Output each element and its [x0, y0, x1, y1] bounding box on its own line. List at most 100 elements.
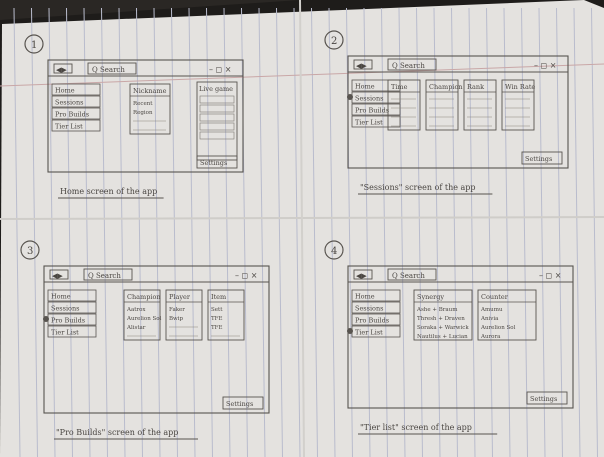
search-label: Q Search	[92, 66, 125, 74]
settings-box	[196, 155, 238, 169]
nav-item	[51, 83, 101, 96]
content-column	[501, 79, 535, 131]
settings-label: Settings	[200, 159, 227, 167]
nav-item	[351, 313, 401, 326]
paper-fold-vertical	[299, 0, 305, 457]
search-box	[387, 268, 437, 281]
settings-box	[222, 396, 264, 410]
search-label: Q Search	[88, 272, 121, 280]
nav-item-label: Home	[355, 293, 375, 301]
column-title: Time	[391, 83, 408, 91]
column-title: Win Rate	[505, 83, 535, 91]
column-row: Aurelion Sol	[126, 316, 162, 322]
nav-item	[351, 289, 401, 302]
column-title: Rank	[467, 83, 484, 91]
nav-item-label: Home	[55, 87, 75, 95]
nav-item-label: Pro Builds	[355, 317, 389, 325]
column-title: Champion	[429, 83, 463, 91]
window-frame	[47, 59, 244, 173]
column-row: Region	[133, 110, 153, 116]
back-forward-icon: ◀▶	[356, 272, 367, 280]
nav-item	[351, 115, 401, 128]
nav-item	[351, 103, 401, 116]
nav-item	[47, 325, 97, 338]
settings-label: Settings	[226, 400, 253, 408]
nav-item-label: Tier List	[355, 119, 383, 127]
nav-item-label: Tier List	[355, 329, 383, 337]
content-column	[463, 79, 497, 131]
panel-number: 1	[31, 40, 37, 51]
nav-item-label: Sessions	[355, 95, 384, 103]
column-row: Faker	[169, 307, 185, 313]
column-row: Aurora	[480, 334, 501, 340]
panel-number: 2	[331, 36, 337, 47]
column-row: Sett	[211, 307, 223, 313]
column-row: Alistar	[126, 325, 146, 331]
column-row: TFE	[211, 316, 223, 322]
content-column	[123, 289, 161, 341]
nav-item	[51, 95, 101, 108]
nav-item-label: Pro Builds	[51, 317, 85, 325]
settings-label: Settings	[525, 155, 552, 163]
column-title: Item	[211, 293, 226, 301]
nav-item	[351, 301, 401, 314]
nav-item	[51, 107, 101, 120]
nav-item-label: Home	[51, 293, 71, 301]
panel-caption: "Sessions" screen of the app	[360, 183, 476, 192]
column-row: TFE	[211, 325, 223, 331]
nav-item-label: Tier List	[55, 123, 83, 131]
column-title: Champion	[127, 293, 161, 301]
nav-item	[51, 119, 101, 132]
search-box	[87, 62, 137, 75]
search-label: Q Search	[392, 62, 425, 70]
window-controls-icon: – ◻ ×	[209, 65, 231, 74]
content-column	[425, 79, 459, 131]
window-controls-icon: – ◻ ×	[534, 61, 556, 70]
column-title: Synergy	[417, 293, 444, 301]
column-row: Anivia	[480, 316, 499, 322]
selected-indicator	[347, 328, 353, 334]
nav-item-label: Sessions	[51, 305, 80, 313]
column-title: Player	[169, 293, 191, 301]
nav-arrows	[53, 63, 73, 74]
nav-arrows	[353, 269, 373, 280]
window-controls-icon: – ◻ ×	[539, 271, 561, 280]
column-title: Counter	[481, 293, 509, 301]
search-label: Q Search	[392, 272, 425, 280]
content-column	[165, 289, 203, 341]
window-frame	[347, 265, 574, 409]
nav-item-label: Tier List	[51, 329, 79, 337]
nav-item-label: Home	[355, 83, 375, 91]
column-row: Bwip	[169, 316, 184, 322]
nav-item	[47, 301, 97, 314]
nav-arrows	[353, 59, 373, 70]
column-row: Recent	[133, 101, 153, 107]
back-forward-icon: ◀▶	[56, 66, 67, 74]
content-column	[413, 289, 473, 341]
column-row: Ashe + Braum	[416, 307, 458, 313]
panel-caption: "Tier list" screen of the app	[360, 423, 472, 432]
panel-number: 3	[27, 246, 33, 257]
search-box	[83, 268, 133, 281]
nav-arrows	[49, 269, 69, 280]
content-column	[387, 79, 421, 131]
panel-number: 4	[331, 246, 337, 257]
column-row: Amumu	[480, 307, 503, 313]
settings-label: Settings	[530, 395, 557, 403]
panel-number-circle	[324, 240, 344, 260]
window-controls-icon: – ◻ ×	[235, 271, 257, 280]
nav-item	[47, 289, 97, 302]
panel-number-circle	[324, 30, 344, 50]
content-column	[129, 83, 171, 135]
nav-item-label: Sessions	[355, 305, 384, 313]
panel-caption: Home screen of the app	[60, 187, 157, 196]
column-row: Nautilus + Lucian	[417, 334, 468, 340]
column-row: Aurelion Sol	[480, 325, 516, 331]
column-row: Thresh + Draven	[417, 316, 465, 322]
column-row: Aatrox	[126, 307, 146, 313]
